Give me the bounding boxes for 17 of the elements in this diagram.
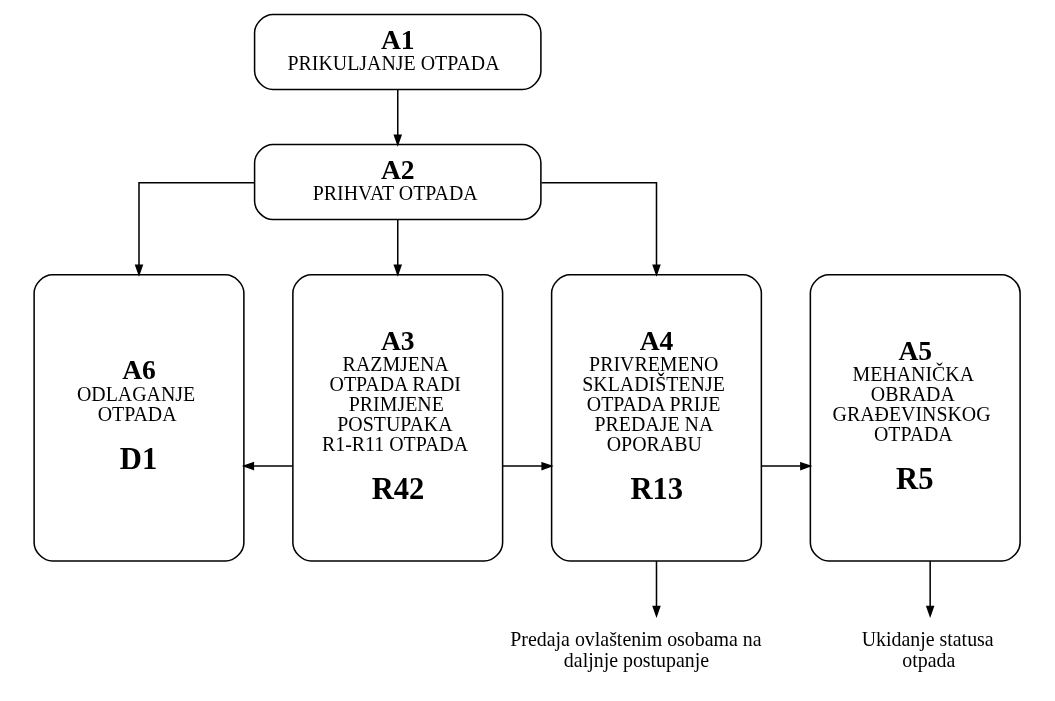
node-box: A2 PRIHVAT OTPADA bbox=[253, 143, 542, 221]
arrow bbox=[502, 461, 554, 471]
arrow bbox=[134, 182, 255, 277]
arrow bbox=[760, 461, 813, 471]
node-box: A6 ODLAGANJE OTPADA D1 bbox=[33, 273, 245, 562]
arrow bbox=[540, 182, 661, 277]
node-text: Ukidanje statusa otpada bbox=[861, 627, 994, 672]
node-box: A4 PRIVREMENO SKLADIŠTENJE OTPADA PRIJE PREDAJE NA OPORABU R13 bbox=[550, 273, 763, 562]
node-box: A5 MEHANIČKA OBRADA GRAĐEVINSKOG OTPADA R5 bbox=[809, 273, 1021, 562]
node-text: Predaja ovlaštenim osobama na daljnje postupanje bbox=[510, 627, 762, 672]
node-box: A3 RAZMJENA OTPADA RADI PRIMJENE POSTUPAKA R1-R11 OTPADA R42 bbox=[292, 273, 504, 562]
arrow bbox=[652, 560, 661, 619]
arrow bbox=[241, 461, 294, 471]
arrow bbox=[393, 88, 403, 147]
arrow bbox=[925, 560, 935, 619]
node-box: A1 PRIKULJANJE OTPADA bbox=[253, 13, 542, 91]
arrow bbox=[393, 219, 403, 277]
